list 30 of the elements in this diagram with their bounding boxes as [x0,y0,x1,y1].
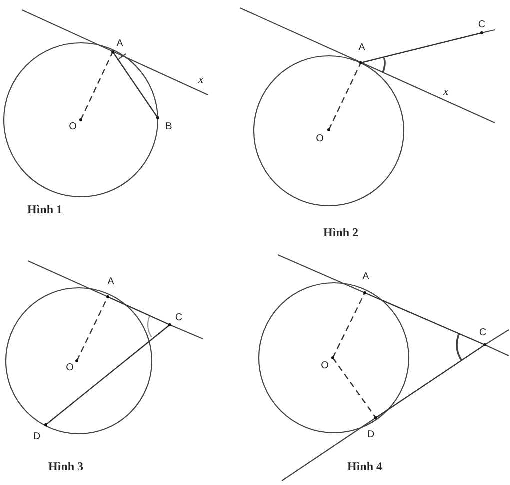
figure-caption: Hình 3 [48,460,84,474]
line-segment [108,296,170,326]
dashed-segment [332,292,366,358]
line-segment [364,292,486,346]
dashed-segment [328,62,362,130]
point-label: D [367,430,375,440]
point-label: O [66,362,74,374]
point-label: A [362,272,370,282]
point-label: A [108,276,114,288]
line-segment [376,344,486,418]
line-segment [112,52,158,118]
point-label: A [116,38,124,50]
dashed-segment [332,358,376,418]
point-label: B [166,122,172,132]
point-label: D [33,432,41,442]
point-label: C [175,312,183,324]
figure-caption: Hình 4 [348,460,382,474]
point-label: A [358,42,366,54]
dashed-segment [80,52,114,120]
point-label: C [479,328,487,338]
line-segment [46,324,170,426]
point-label: O [69,122,77,132]
figure-caption: Hình 1 [28,202,62,218]
variable-label: x [444,86,448,98]
point-label: C [478,20,486,30]
variable-label: x [198,74,204,86]
line-segment [360,32,482,64]
figure-caption: Hình 2 [324,226,358,240]
point-label: O [321,360,329,372]
point-label: O [316,134,324,144]
